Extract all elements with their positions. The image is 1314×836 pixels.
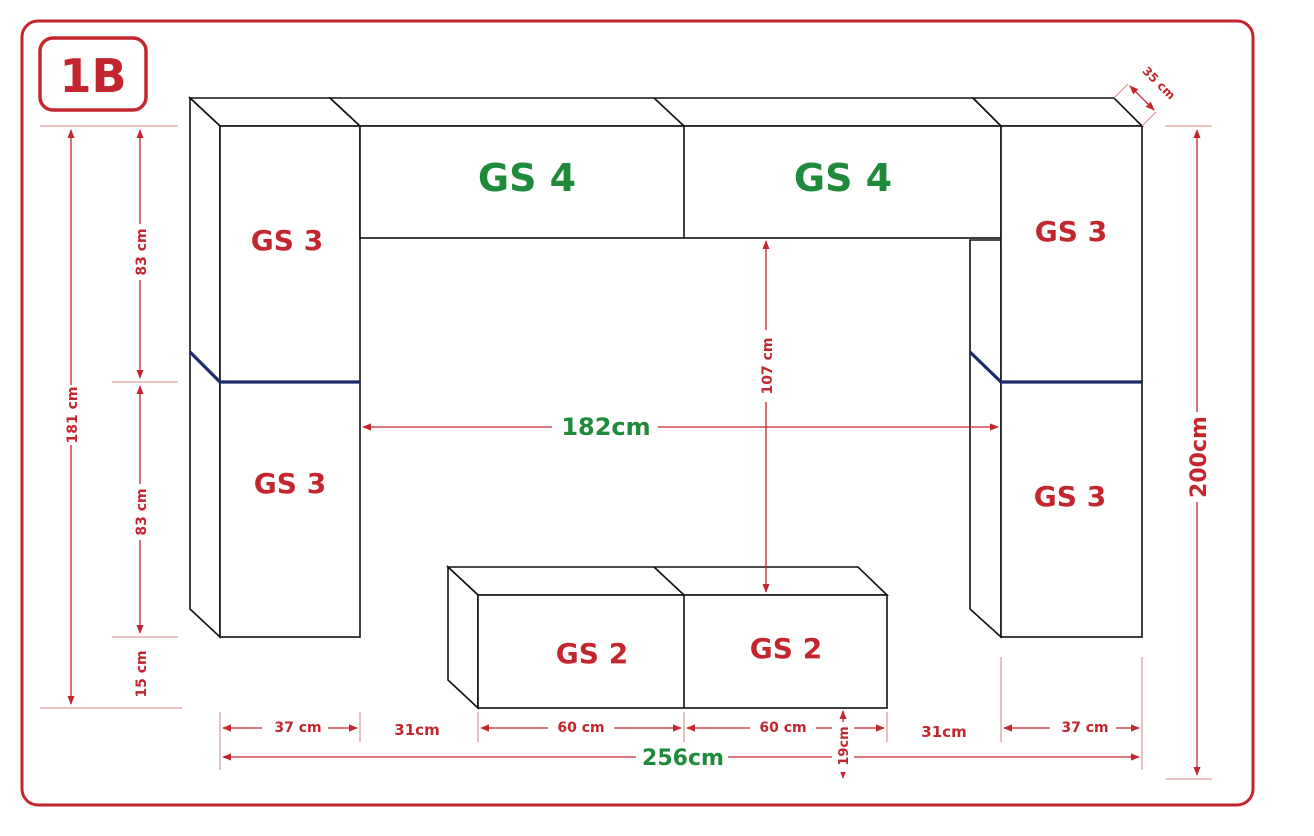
dim-depth: 35 cm bbox=[1140, 64, 1179, 103]
bridge-top-divider bbox=[653, 97, 685, 127]
dim-low-floor-gap: 19cm bbox=[837, 726, 852, 765]
dim-inner-width: 182cm bbox=[561, 413, 650, 441]
lowboard-top-divider bbox=[653, 566, 685, 596]
dim-total-width: 256cm bbox=[642, 746, 724, 771]
dim-col-right-width: 37 cm bbox=[1061, 720, 1108, 736]
label-gs3-left-upper: GS 3 bbox=[251, 224, 323, 257]
dim-left-total: 181 cm bbox=[65, 387, 81, 444]
outer-frame bbox=[20, 19, 1255, 807]
right-tower bbox=[968, 97, 1144, 639]
label-gs4-left: GS 4 bbox=[478, 156, 576, 200]
bottom-dimensions: 37 cm 31cm 60 cm 60 cm 31cm 37 cm 256cm … bbox=[219, 657, 1143, 779]
lowboard-front-face bbox=[477, 594, 888, 709]
label-gs3-right-lower: GS 3 bbox=[1034, 480, 1106, 513]
dim-left-upper: 83 cm bbox=[134, 228, 150, 275]
right-dimensions: 200cm bbox=[1165, 125, 1212, 780]
dim-right-total: 200cm bbox=[1187, 416, 1212, 498]
label-gs2-right: GS 2 bbox=[750, 632, 822, 665]
right-led-strip bbox=[968, 350, 1142, 384]
top-bridge bbox=[327, 97, 1003, 239]
dim-inner-height: 107 cm bbox=[760, 338, 776, 395]
layout-badge: 1B bbox=[38, 36, 148, 112]
dim-gap-right: 31cm bbox=[921, 723, 966, 741]
label-gs2-left: GS 2 bbox=[556, 637, 628, 670]
dim-left-lower: 83 cm bbox=[134, 488, 150, 535]
bridge-front-face bbox=[359, 125, 1002, 239]
dim-left-floor-gap: 15 cm bbox=[134, 650, 150, 697]
lowboard-top-face bbox=[445, 566, 889, 596]
label-gs4-right: GS 4 bbox=[794, 156, 892, 200]
left-led-strip bbox=[188, 350, 360, 384]
right-tower-side-face bbox=[969, 239, 1002, 639]
dim-gs2-right-width: 60 cm bbox=[759, 720, 806, 736]
left-dimensions: 181 cm 83 cm 83 cm 15 cm bbox=[40, 125, 182, 709]
right-tower-top-face bbox=[971, 97, 1144, 127]
label-gs3-left-lower: GS 3 bbox=[254, 467, 326, 500]
inner-width-dimension: 182cm bbox=[362, 410, 999, 442]
left-tower bbox=[187, 96, 363, 639]
dim-line-35 bbox=[1129, 85, 1155, 111]
low-board bbox=[445, 565, 889, 710]
badge-box bbox=[38, 36, 148, 112]
label-gs3-right-upper: GS 3 bbox=[1035, 215, 1107, 248]
inner-height-dimension: 107 cm bbox=[754, 240, 778, 593]
bridge-top-face bbox=[327, 97, 1003, 127]
badge-text: 1B bbox=[59, 49, 126, 103]
dim-gap-left: 31cm bbox=[394, 721, 439, 739]
dim-col-left-width: 37 cm bbox=[274, 720, 321, 736]
dim-gs2-left-width: 60 cm bbox=[557, 720, 604, 736]
